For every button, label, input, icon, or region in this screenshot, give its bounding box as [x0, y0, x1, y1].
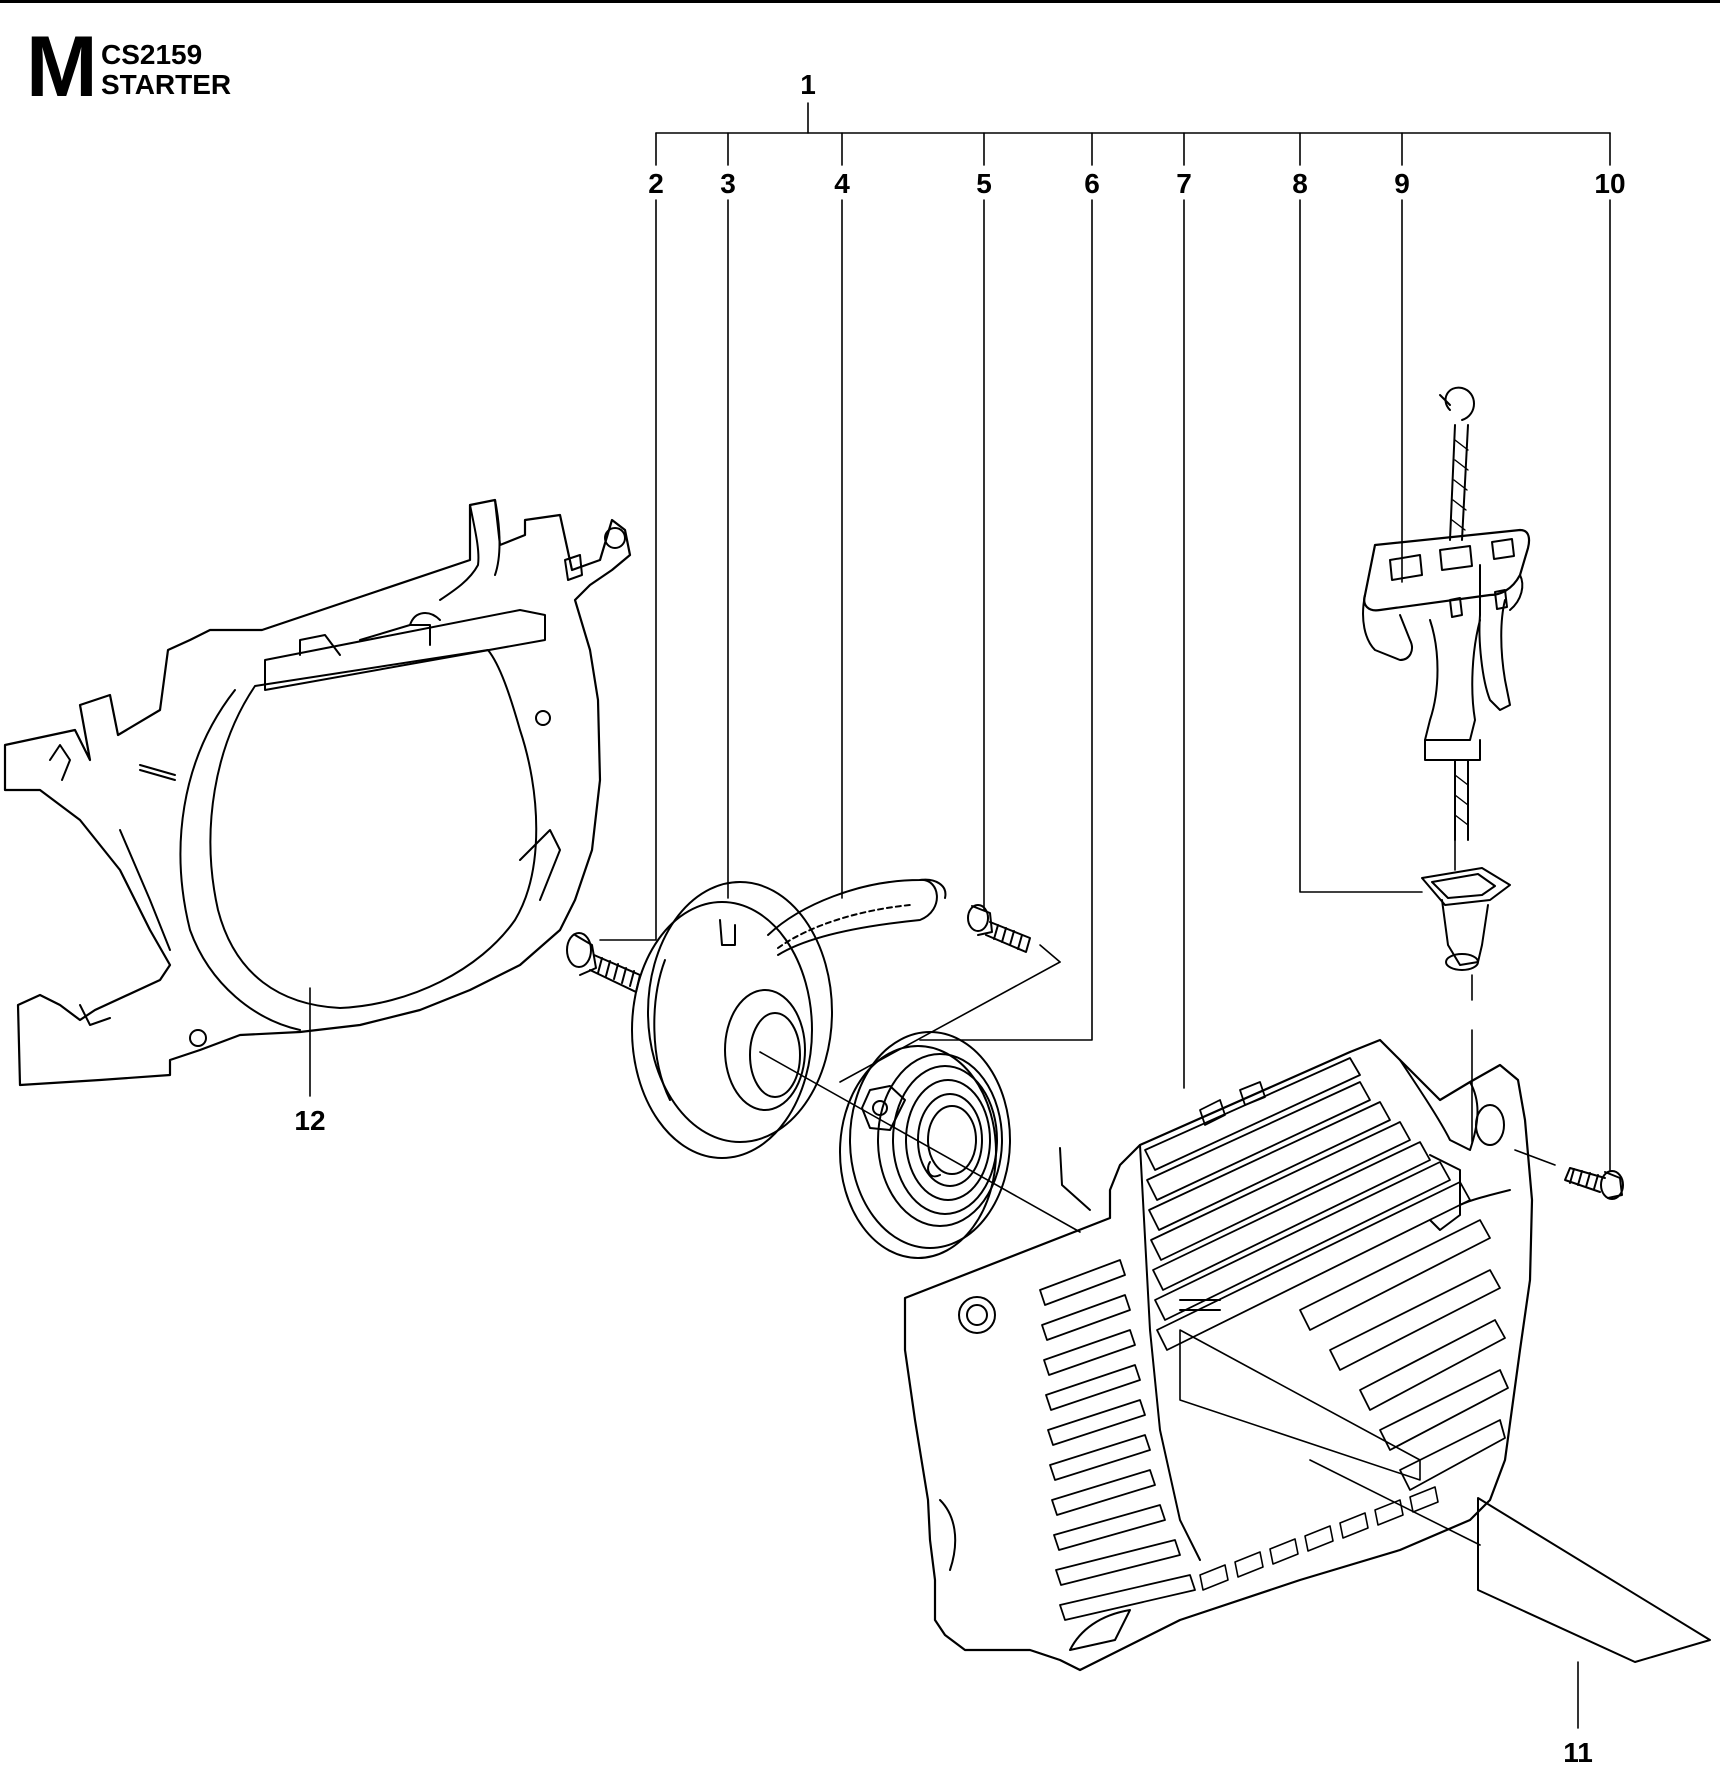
- callout-7: 7: [1176, 168, 1192, 199]
- section-letter: M: [26, 19, 98, 115]
- part-8-rope-guide: [1421, 867, 1511, 1143]
- part-12-fan-housing: [3, 498, 632, 1087]
- callout-4: 4: [834, 168, 850, 199]
- callout-11: 11: [1563, 1737, 1593, 1768]
- lower-vents: [1199, 1486, 1439, 1591]
- part-3-pulley: [631, 881, 833, 1159]
- part-2-screw: [566, 932, 641, 993]
- grille-bars: [1144, 1057, 1509, 1491]
- leader-lines: [309, 102, 1611, 1729]
- handle-rope: [1439, 386, 1475, 871]
- top-rule: [0, 0, 1720, 3]
- section-title: STARTER: [101, 69, 232, 100]
- callout-10: 10: [1594, 168, 1625, 199]
- part-11-decal: [1309, 1459, 1711, 1663]
- part-7-starter-cover: [903, 1038, 1534, 1672]
- callout-1: 1: [800, 69, 816, 100]
- callout-3: 3: [720, 168, 736, 199]
- callout-2: 2: [648, 168, 664, 199]
- part-10-screw: [1514, 1149, 1624, 1200]
- left-grille: [1039, 1259, 1196, 1621]
- callout-5: 5: [976, 168, 992, 199]
- part-9-handle: [1362, 528, 1531, 761]
- title-block: CS2159 STARTER: [101, 40, 231, 100]
- axis-line: [759, 1051, 1081, 1233]
- callout-12: 12: [294, 1105, 325, 1136]
- callout-6: 6: [1084, 168, 1100, 199]
- part-6-rewind-spring: [839, 1031, 1011, 1259]
- callout-9: 9: [1394, 168, 1410, 199]
- callout-8: 8: [1292, 168, 1308, 199]
- callout-labels: 1 2 3 4 5 6 7 8 9 10 11 12: [294, 69, 1625, 1768]
- part-4-starter-rope: [767, 878, 947, 956]
- model-name: CS2159: [101, 39, 203, 70]
